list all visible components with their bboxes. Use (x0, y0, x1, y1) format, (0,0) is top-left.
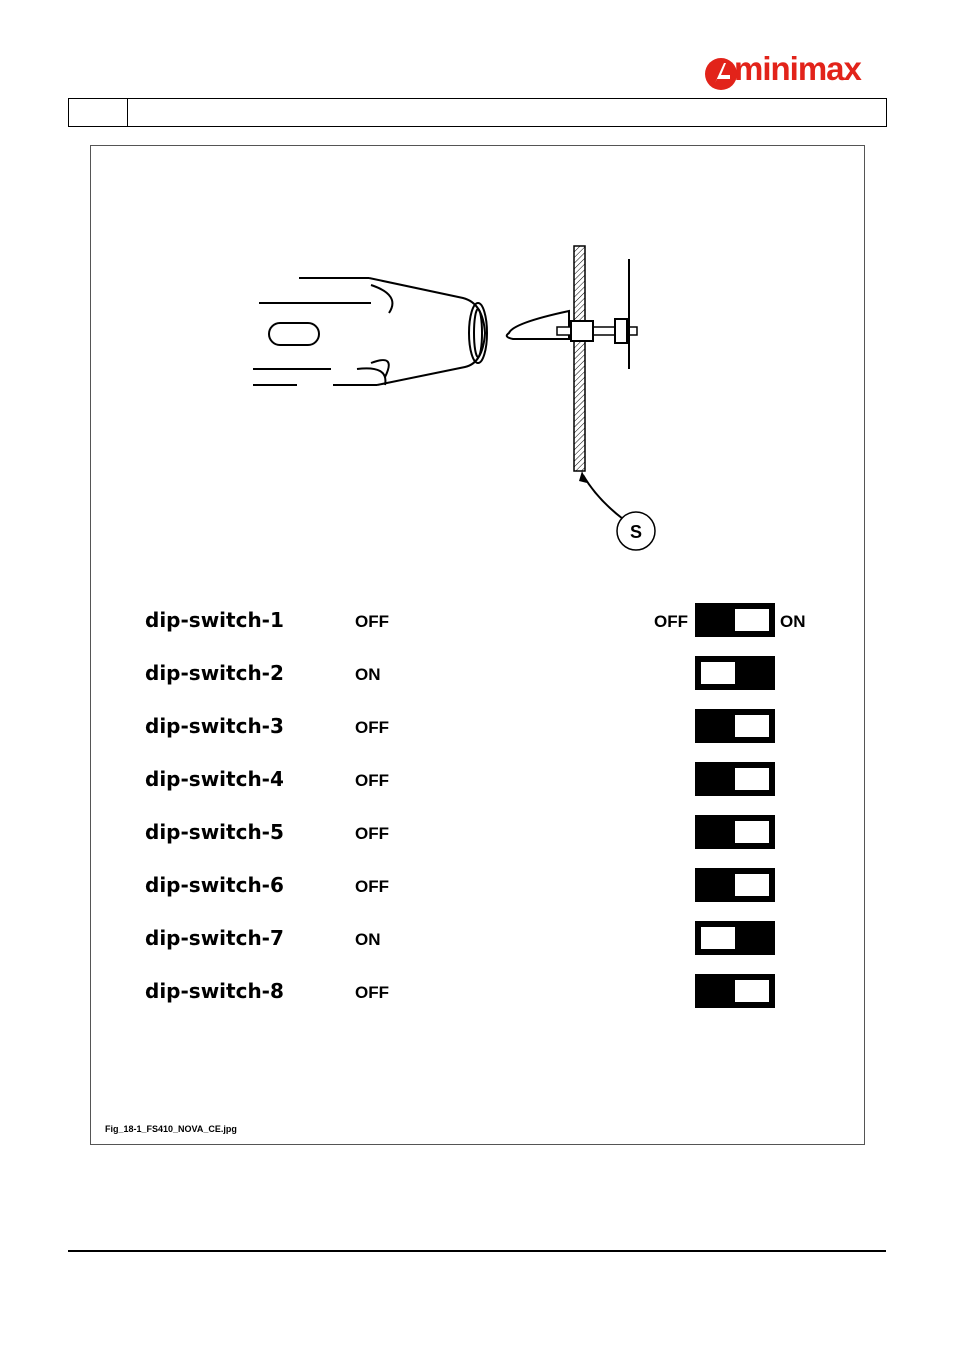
dip-switch-graphic (695, 656, 775, 690)
dip-switch-row: dip-switch-2 ON (91, 653, 864, 693)
dip-switch-state: ON (355, 665, 381, 685)
dip-switch-row: dip-switch-1 OFF OFF ON (91, 600, 864, 640)
legend-off-label: OFF (654, 612, 688, 632)
dip-switch-graphic (695, 974, 775, 1008)
dip-switch-name: dip-switch-1 (145, 608, 284, 632)
dip-switch-row: dip-switch-4 OFF (91, 759, 864, 799)
dip-switch-knob (735, 980, 769, 1002)
header-table (68, 98, 887, 127)
dip-switch-name: dip-switch-8 (145, 979, 284, 1003)
screwdriver-dip-switch-illustration: S (251, 241, 671, 561)
minimax-logo: minimax (704, 52, 884, 96)
dip-switch-row: dip-switch-3 OFF (91, 706, 864, 746)
dip-switch-knob (735, 768, 769, 790)
dip-switch-state: OFF (355, 612, 389, 632)
dip-switch-state: OFF (355, 983, 389, 1003)
brand-wordmark: minimax (734, 50, 861, 88)
dip-switch-graphic (695, 709, 775, 743)
dip-switch-name: dip-switch-3 (145, 714, 284, 738)
dip-switch-state: OFF (355, 718, 389, 738)
dip-switch-graphic (695, 603, 775, 637)
dip-switch-row: dip-switch-8 OFF (91, 971, 864, 1011)
dip-switch-row: dip-switch-6 OFF (91, 865, 864, 905)
dip-switch-state: OFF (355, 877, 389, 897)
dip-switch-row: dip-switch-5 OFF (91, 812, 864, 852)
dip-switch-graphic (695, 815, 775, 849)
dip-switch-state: OFF (355, 771, 389, 791)
dip-switch-row: dip-switch-7 ON (91, 918, 864, 958)
dip-switch-knob (701, 927, 735, 949)
dip-switch-name: dip-switch-6 (145, 873, 284, 897)
dip-switch-knob (735, 609, 769, 631)
dip-switch-name: dip-switch-5 (145, 820, 284, 844)
dip-switch-knob (701, 662, 735, 684)
dip-switch-graphic (695, 868, 775, 902)
footer-rule (68, 1250, 886, 1252)
dip-switch-name: dip-switch-2 (145, 661, 284, 685)
dip-switch-state: ON (355, 930, 381, 950)
header-cell-number (69, 99, 128, 126)
dip-switch-graphic (695, 921, 775, 955)
dip-switch-knob (735, 715, 769, 737)
dip-switch-knob (735, 874, 769, 896)
dip-switch-name: dip-switch-7 (145, 926, 284, 950)
dip-switch-graphic (695, 762, 775, 796)
dip-switch-name: dip-switch-4 (145, 767, 284, 791)
legend-on-label: ON (780, 612, 806, 632)
callout-label: S (630, 522, 642, 542)
dip-switch-state: OFF (355, 824, 389, 844)
figure-caption: Fig_18-1_FS410_NOVA_CE.jpg (105, 1124, 237, 1134)
dip-switch-knob (735, 821, 769, 843)
